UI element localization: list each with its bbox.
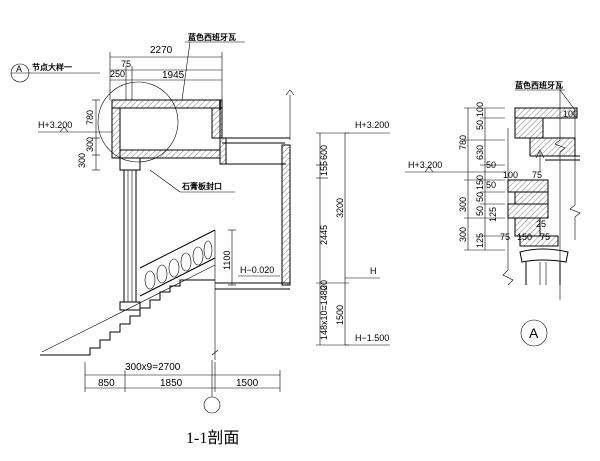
dim-75: 75: [121, 59, 131, 69]
svg-text:H+3.200: H+3.200: [355, 120, 389, 130]
dim-stairs: 300x9=2700: [125, 362, 181, 373]
svg-text:25: 25: [536, 219, 546, 229]
label-blue-tile-1: 蓝色西班牙瓦: [181, 32, 245, 101]
svg-text:石膏板封口: 石膏板封口: [181, 181, 222, 191]
svg-text:H+3.200: H+3.200: [408, 160, 442, 170]
svg-text:155: 155: [319, 161, 329, 176]
svg-text:630: 630: [475, 145, 485, 160]
roof-cornice: [111, 99, 223, 159]
axis-bubble: [203, 396, 221, 414]
right-dim-column: 600 155 3200 2445 20 148x10=1480 1500: [316, 132, 349, 346]
elev-h0020: H−0.020: [238, 265, 280, 277]
column: [119, 157, 141, 311]
svg-text:75: 75: [540, 232, 550, 242]
svg-text:100: 100: [563, 109, 578, 119]
svg-text:125: 125: [475, 233, 485, 248]
detail-callout: A 节点大样一: [10, 62, 100, 83]
svg-text:148x10=1480: 148x10=1480: [319, 285, 329, 340]
svg-text:H−0.020: H−0.020: [240, 265, 274, 275]
elev-mid-3200: H+3.200: [345, 120, 390, 134]
svg-text:300: 300: [458, 197, 468, 212]
svg-text:1850: 1850: [160, 378, 183, 389]
callout-letter: A: [16, 64, 22, 74]
detail-marker-circle: [520, 319, 548, 347]
detail-a: 蓝色西班牙瓦 H+3.200: [405, 80, 581, 347]
callout-text: 节点大样一: [32, 62, 72, 72]
dim-250: 250: [110, 69, 125, 79]
mid-structure: [211, 89, 295, 360]
svg-text:50: 50: [475, 192, 485, 202]
bottom-dimensions: 300x9=2700 850 1850 1500: [84, 362, 281, 392]
drawing-title: 1-1剖面: [186, 429, 239, 447]
detail-marker-letter: A: [529, 325, 539, 341]
dim-2270: 2270: [150, 45, 173, 56]
svg-text:蓝色西班牙瓦: 蓝色西班牙瓦: [515, 80, 563, 90]
svg-text:150: 150: [517, 232, 532, 242]
svg-text:3200: 3200: [335, 198, 345, 218]
svg-text:150: 150: [475, 175, 485, 190]
svg-text:H−1.500: H−1.500: [355, 333, 389, 343]
svg-text:1100: 1100: [222, 251, 232, 270]
svg-text:780: 780: [85, 110, 95, 125]
elev-h1500: H−1.500: [345, 333, 390, 346]
svg-text:75: 75: [532, 170, 542, 180]
svg-text:50: 50: [486, 180, 496, 190]
svg-text:50: 50: [475, 120, 485, 130]
svg-text:50: 50: [486, 160, 496, 170]
detail-highlight-circle: [97, 81, 179, 163]
top-dimensions: 2270 75 250 1945: [109, 45, 223, 100]
svg-text:20: 20: [319, 280, 329, 290]
svg-text:100: 100: [503, 170, 518, 180]
svg-text:75: 75: [500, 232, 510, 242]
svg-text:600: 600: [319, 145, 329, 160]
svg-text:H+3.200: H+3.200: [38, 120, 72, 130]
dim-1945: 1945: [162, 70, 185, 81]
svg-text:50: 50: [475, 206, 485, 216]
svg-text:H: H: [370, 266, 377, 276]
elev-h: H: [345, 266, 380, 279]
svg-text:300: 300: [77, 153, 87, 168]
svg-text:100: 100: [475, 102, 485, 117]
svg-text:125: 125: [488, 207, 498, 222]
svg-text:1500: 1500: [236, 378, 259, 389]
svg-text:蓝色西班牙瓦: 蓝色西班牙瓦: [188, 32, 236, 42]
svg-text:780: 780: [458, 135, 468, 150]
left-dimensions: 780 300 300: [77, 99, 100, 171]
dim-1100: 1100: [222, 229, 236, 286]
svg-text:850: 850: [98, 378, 115, 389]
stair-railing: [40, 229, 216, 356]
svg-text:300: 300: [458, 227, 468, 242]
label-gypsum: 石膏板封口: [149, 169, 235, 193]
svg-text:2445: 2445: [319, 225, 329, 245]
elev-h3200-left: H+3.200: [38, 120, 112, 133]
svg-text:1500: 1500: [335, 305, 345, 325]
svg-text:300: 300: [85, 137, 95, 152]
